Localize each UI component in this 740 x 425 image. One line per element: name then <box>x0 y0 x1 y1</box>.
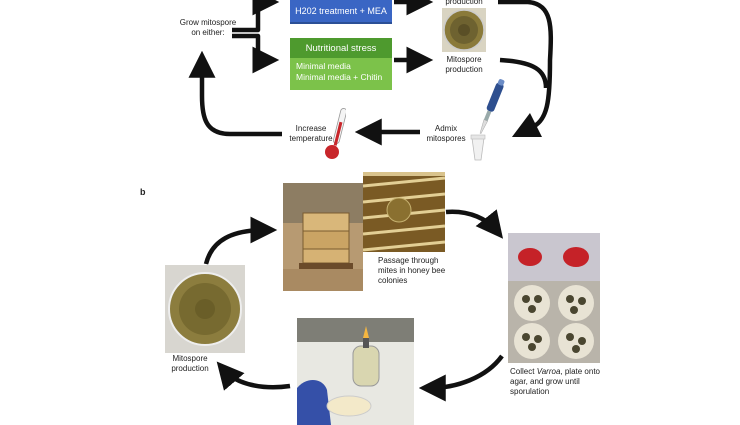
collect-label-post: , plate onto agar, and grow until sporul… <box>510 367 600 396</box>
pipette-tube-icon <box>470 79 505 161</box>
mitospore-production-label-b: Mitospore production <box>171 354 209 373</box>
petri-dish-photo-b <box>165 265 245 353</box>
collect-varroa-label: Collect Varroa, plate onto agar, and gro… <box>510 367 610 397</box>
petri-dish-photo-a <box>442 8 486 52</box>
admix-mitospores-label: Admix mitospores <box>426 124 466 143</box>
minimal-media-chitin-label: Minimal media + Chitin <box>296 72 383 82</box>
beehive-photo <box>283 183 363 291</box>
collect-label-varroa: Varroa <box>536 367 561 376</box>
h2o2-treatment-box: H202 treatment + MEA <box>290 0 392 24</box>
passage-label: Passage through mites in honey bee colon… <box>378 256 446 285</box>
panel-b-letter: b <box>140 187 146 197</box>
nutritional-stress-body: Minimal media Minimal media + Chitin <box>290 58 392 90</box>
grow-mitospore-label: Grow mitospore on either: <box>179 18 237 37</box>
lab-plating-photo <box>297 318 414 425</box>
increase-temperature-label: Increase temperature <box>289 124 333 143</box>
collect-label-pre: Collect <box>510 367 537 376</box>
honeycomb-frame-photo <box>363 172 445 252</box>
nutritional-stress-header: Nutritional stress <box>290 38 392 58</box>
mitospore-production-label-a: Mitospore production <box>445 55 483 74</box>
top-production-label: production <box>445 0 483 6</box>
thermometer-icon <box>325 108 346 159</box>
varroa-plates-photo <box>508 233 600 363</box>
minimal-media-label: Minimal media <box>296 61 351 71</box>
